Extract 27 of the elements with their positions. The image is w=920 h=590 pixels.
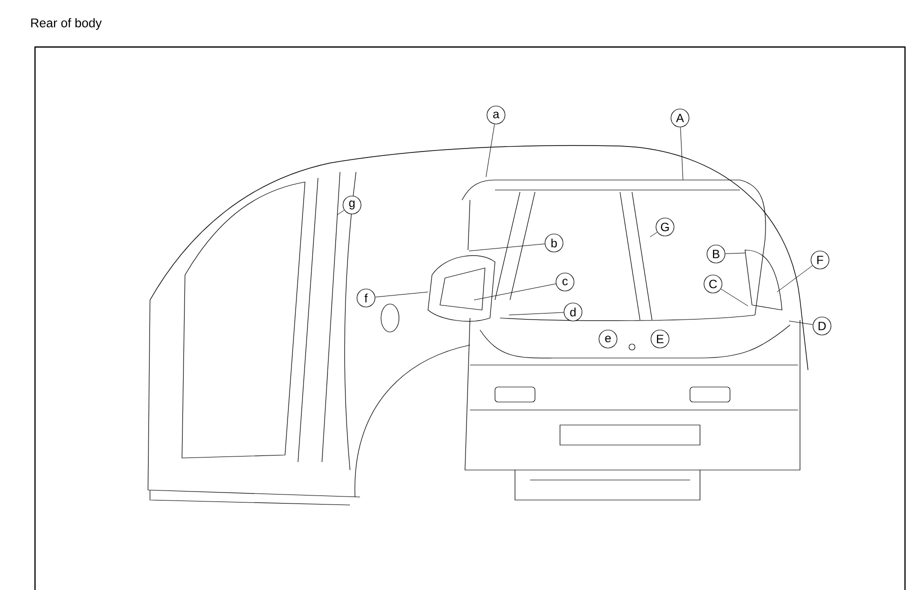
- callout-letter: b: [544, 234, 564, 252]
- callout-letter: F: [810, 250, 830, 270]
- callout-letter: g: [342, 196, 362, 214]
- title: Rear of body: [31, 18, 102, 30]
- leader-line: [788, 320, 814, 325]
- callout-letter: f: [356, 288, 376, 308]
- callout-letter: c: [556, 272, 574, 292]
- callout-letter: A: [670, 108, 690, 128]
- callout-letter: d: [564, 302, 582, 322]
- leader-line: [508, 312, 564, 316]
- callout-letter: E: [650, 330, 670, 348]
- callout-letter: a: [486, 106, 506, 124]
- callout-letter: e: [598, 330, 618, 348]
- leader-line: [468, 244, 545, 252]
- callout-letter: G: [656, 218, 674, 236]
- callout-letter: D: [812, 316, 832, 336]
- leader-line: [650, 232, 658, 238]
- leader-line: [776, 265, 813, 292]
- leader-line: [720, 288, 748, 306]
- leader-line: [375, 292, 428, 298]
- leader-line: [725, 252, 746, 254]
- leader-line: [680, 127, 684, 180]
- leader-line: [336, 210, 345, 216]
- callout-letter: C: [704, 274, 722, 294]
- callout-letter: B: [706, 244, 726, 264]
- leader-line: [486, 124, 495, 178]
- leader-line: [474, 284, 556, 300]
